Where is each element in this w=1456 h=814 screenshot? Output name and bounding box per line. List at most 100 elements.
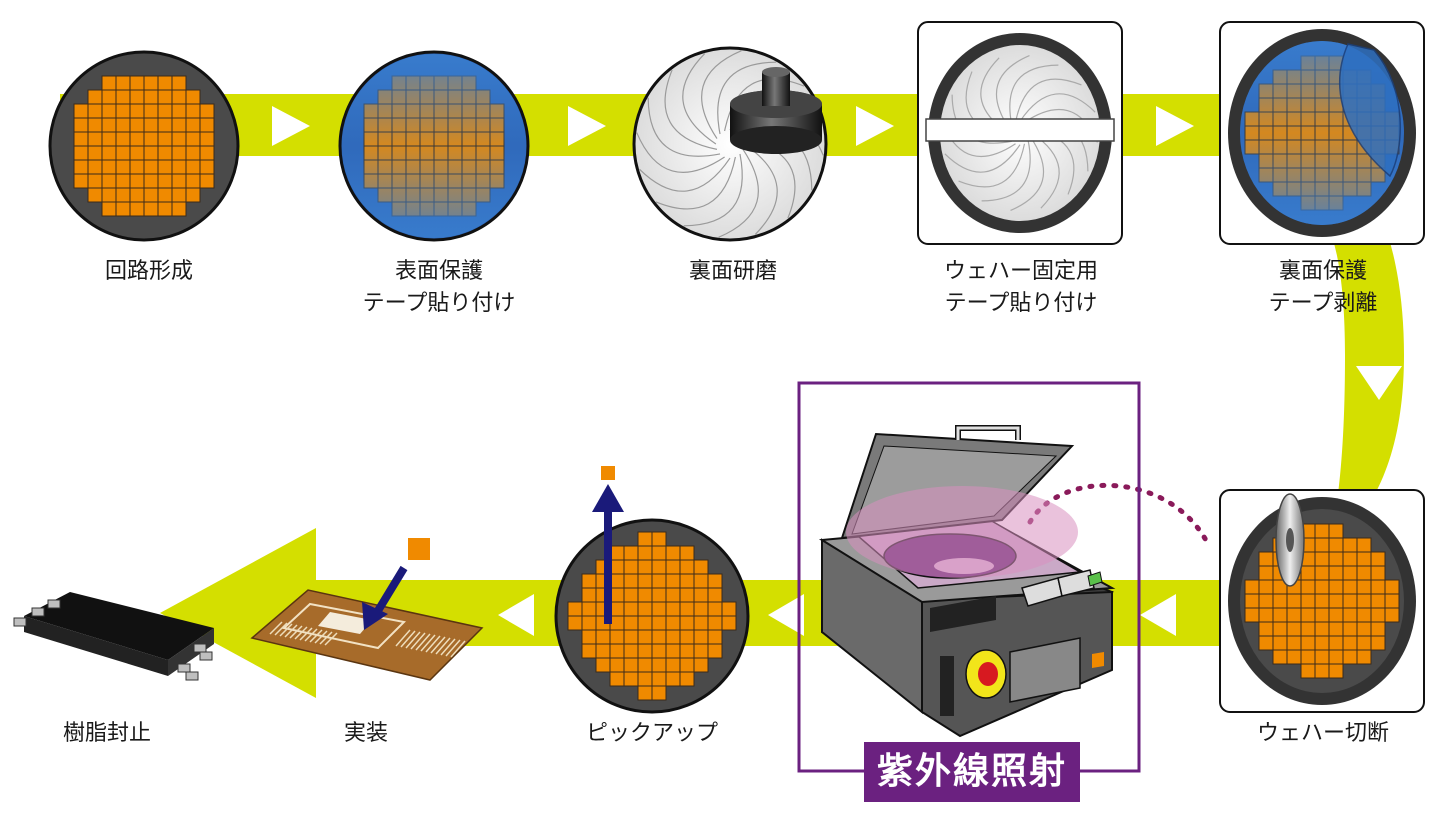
chip [1300,579,1316,595]
chip [609,573,625,589]
circuit-board-icon [250,538,484,681]
chip [129,159,145,175]
chip [665,629,681,645]
chip [623,657,639,673]
chip [581,643,597,659]
chip [115,103,131,119]
chip [115,117,131,133]
chip [1258,579,1274,595]
chip [707,573,723,589]
chip [637,685,653,701]
chip [115,159,131,175]
chip [665,601,681,617]
chip [1328,635,1344,651]
chip [1356,607,1372,623]
chip [693,629,709,645]
chip [665,657,681,673]
chip [1258,635,1274,651]
chip [595,629,611,645]
chip [707,601,723,617]
chip [185,145,201,161]
chip [1300,663,1316,679]
chip [185,173,201,189]
chip [693,643,709,659]
chip [101,75,117,91]
chip [1356,635,1372,651]
chip [1342,537,1358,553]
chip [1272,649,1288,665]
chip [679,629,695,645]
chip [115,75,131,91]
chip [1370,565,1386,581]
chip [199,173,215,189]
chip [101,173,117,189]
chip [101,131,117,147]
chip [199,131,215,147]
chip [87,117,103,133]
grinder-icon [632,46,828,242]
chip [1370,621,1386,637]
chip [129,131,145,147]
chip [157,89,173,105]
chip [679,601,695,617]
chip [609,601,625,617]
chip [707,587,723,603]
chip [1342,635,1358,651]
chip [129,75,145,91]
chip [115,131,131,147]
chip [73,117,89,133]
chip [1300,635,1316,651]
chip [665,587,681,603]
chip [637,573,653,589]
chip [1258,621,1274,637]
step-label-molding: 樹脂封止 [62,721,152,746]
chip [567,601,583,617]
chip [185,187,201,203]
chip [1356,621,1372,637]
chip [679,559,695,575]
chip [679,671,695,687]
chip [665,573,681,589]
chip [1342,607,1358,623]
chip [665,671,681,687]
chip [665,545,681,561]
chip [87,89,103,105]
chip [1370,551,1386,567]
chip [623,559,639,575]
chip [1342,551,1358,567]
step-label-uv-irradiation: 紫外線照射 [864,742,1080,802]
chip [679,615,695,631]
flow-arrow-icon [1356,366,1402,400]
chip [1356,649,1372,665]
chip [1300,607,1316,623]
chip [637,671,653,687]
chip [1356,579,1372,595]
chip [1244,593,1260,609]
tape-peel-icon [1219,21,1425,245]
chip [87,187,103,203]
chip [185,103,201,119]
chip [609,587,625,603]
chip [73,131,89,147]
chip [199,145,215,161]
chip [651,643,667,659]
chip [73,103,89,119]
chip [651,587,667,603]
step-label-back-grinding: 裏面研磨 [688,259,778,284]
chip [693,587,709,603]
chip [101,145,117,161]
chip [1272,607,1288,623]
chip [651,629,667,645]
step-label-wafer-tape: ウェハー固定用テープ貼り付け [943,259,1099,316]
chip [1370,579,1386,595]
step-label-mounting: 実装 [343,721,389,746]
chip [171,201,187,217]
chip [651,559,667,575]
chip [157,159,173,175]
chip [73,145,89,161]
chip [157,187,173,203]
chip [679,643,695,659]
chip [595,643,611,659]
chip [101,117,117,133]
chip [1384,607,1400,623]
